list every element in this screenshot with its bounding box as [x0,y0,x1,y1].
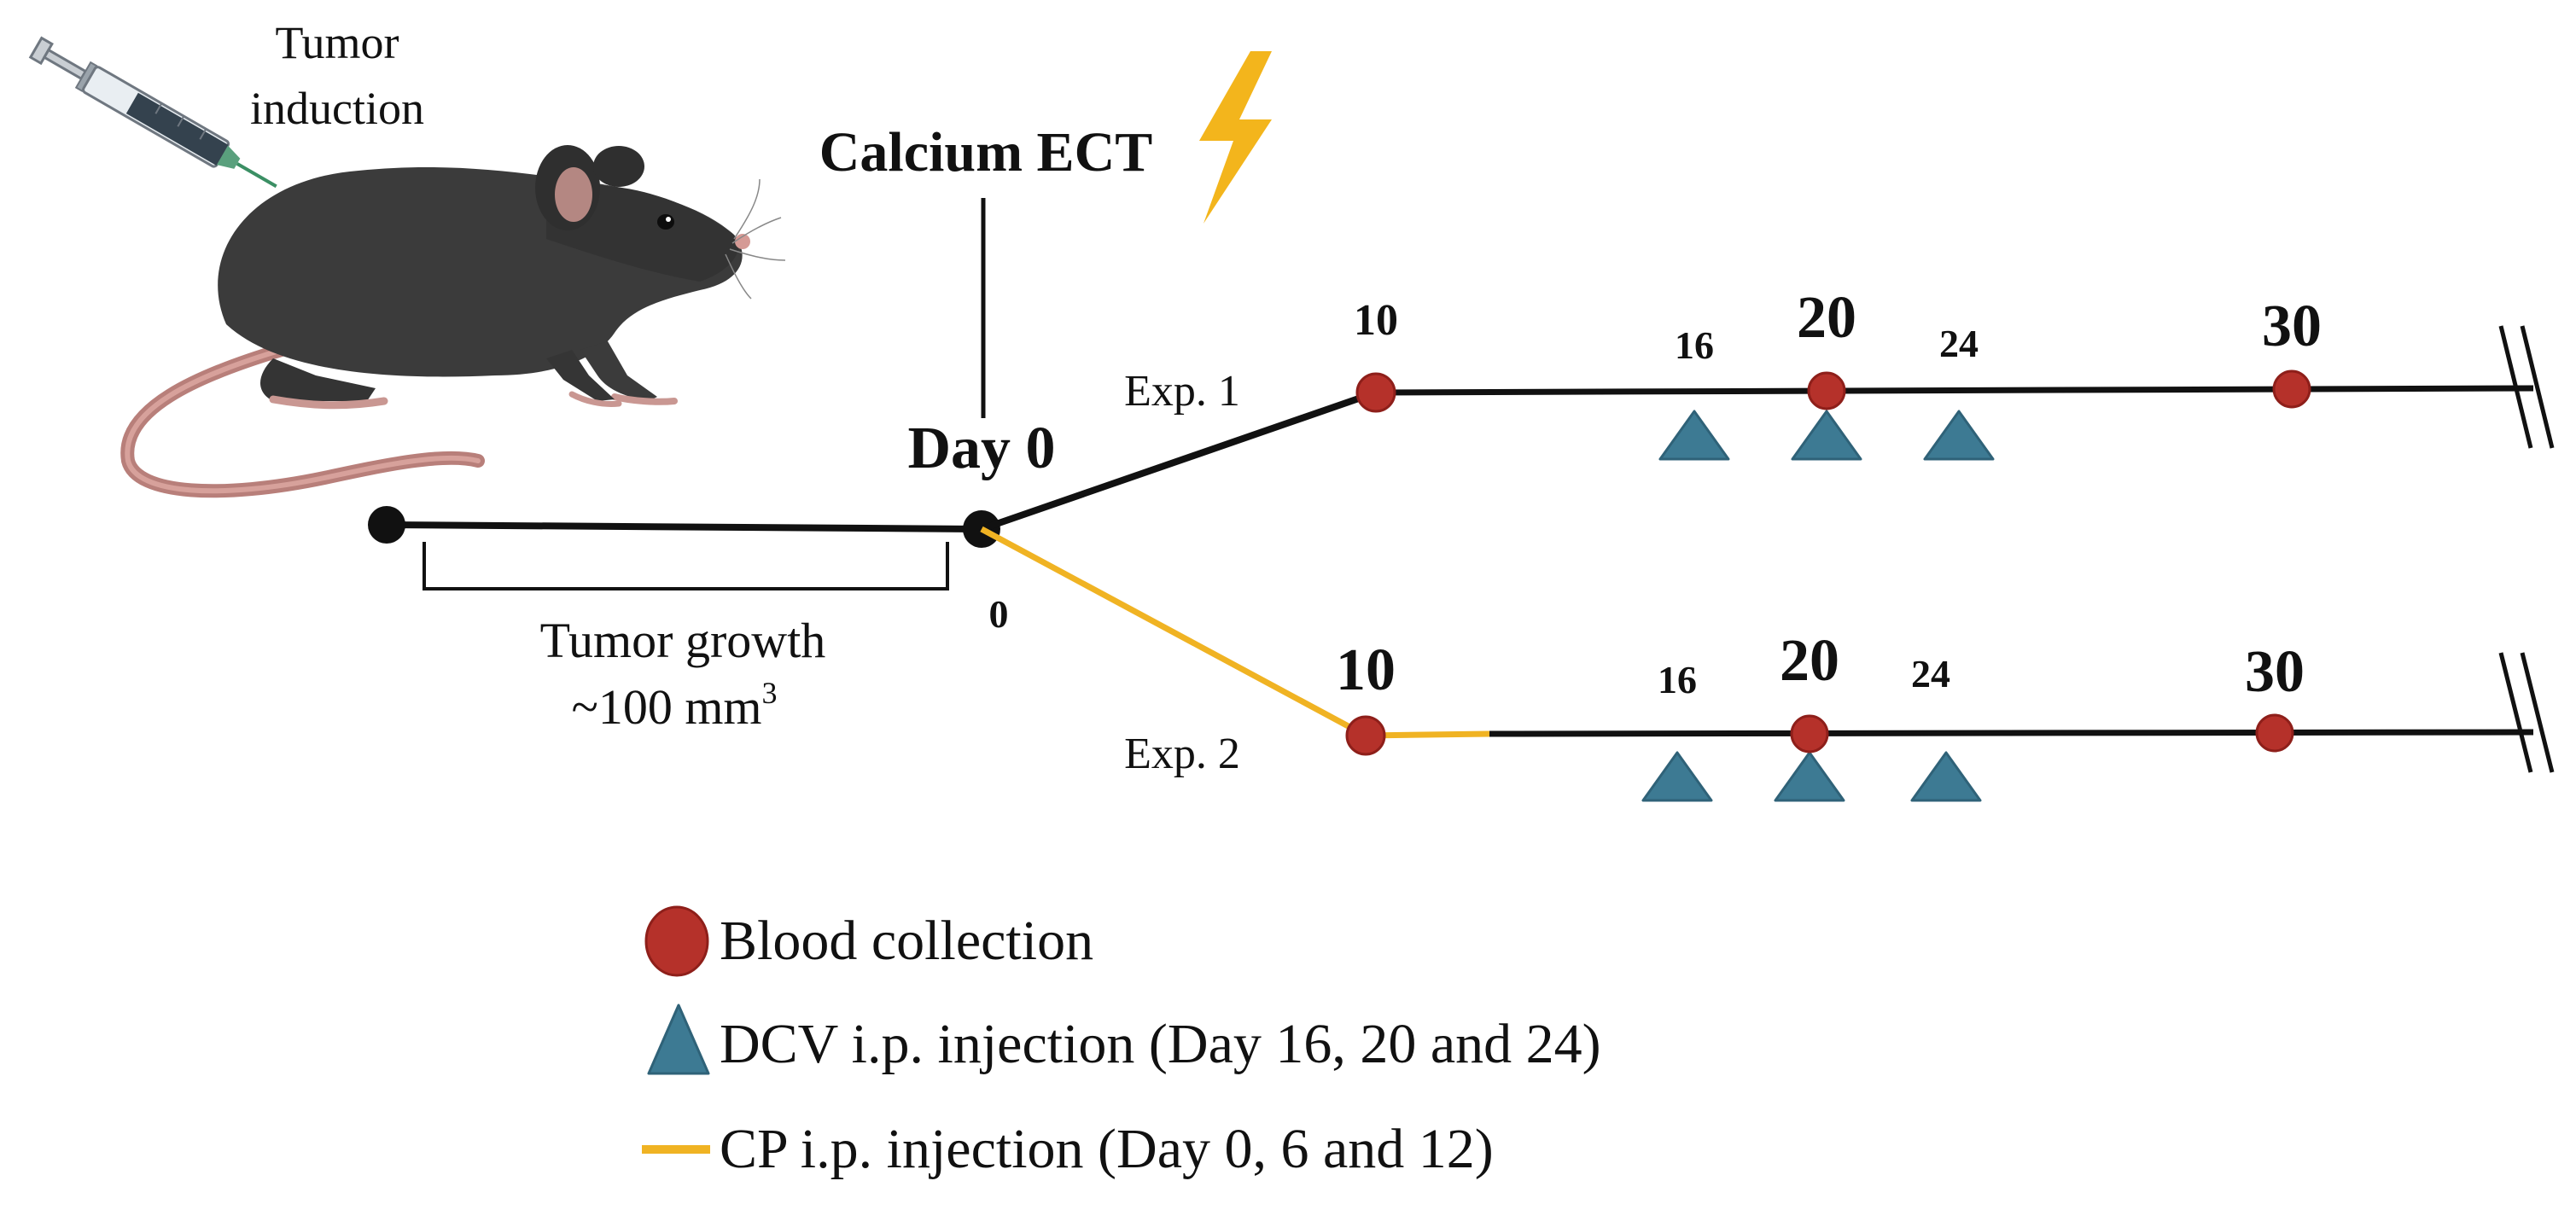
exp2-day-16-label: 16 [1658,658,1697,701]
exp1-branch-line [980,389,1378,532]
tumor-volume-superscript: 3 [762,676,778,710]
exp2-cp-segment [1365,730,1490,739]
legend-blood-collection-icon [644,905,709,977]
tumor-induction-label-line1: Tumor [275,17,399,68]
exp1-dcv-marker-day16 [1658,410,1730,461]
exp1-timeline [1375,385,2534,396]
exp2-label: Exp. 2 [1124,730,1240,778]
exp2-dcv-marker-day20 [1774,751,1845,802]
tumor-growth-label-line2: ~100 mm3 [571,676,777,735]
exp1-day-24-label: 24 [1939,322,1979,365]
exp1-blood-marker-day30 [2272,369,2311,409]
exp2-day-24-label: 24 [1911,652,1950,695]
tumor-growth-timeline [386,521,982,532]
exp2-end-break-mark-1 [2498,652,2533,773]
exp1-label: Exp. 1 [1124,367,1240,416]
mouse-illustration [120,145,786,498]
exp1-day-16-label: 16 [1675,323,1714,367]
exp2-end-break-mark-2 [2520,652,2555,773]
tumor-volume-value: ~100 mm [571,679,761,735]
exp2-day-30-label: 30 [2245,639,2305,705]
exp2-blood-marker-day20 [1790,714,1829,753]
tumor-induction-label-line2: induction [250,83,424,134]
day-0-label: Day 0 [907,416,1055,481]
exp2-timeline [1489,729,2534,737]
exp1-blood-marker-day10 [1355,372,1396,413]
exp1-day-10-label: 10 [1354,296,1398,345]
exp1-blood-marker-day20 [1807,371,1846,410]
exp2-blood-marker-day10 [1345,715,1386,756]
exp1-day-20-label: 20 [1797,285,1856,351]
day-0-tick-label: 0 [989,592,1009,636]
legend: Blood collection DCV i.p. injection (Day… [642,905,1601,1180]
exp2-day-20-label: 20 [1780,628,1839,694]
legend-blood-collection-label: Blood collection [720,910,1093,972]
exp2-dcv-marker-day16 [1641,751,1713,802]
exp2-day-10-label: 10 [1336,637,1396,703]
exp1-dcv-marker-day24 [1923,410,1995,461]
exp2-blood-marker-day30 [2255,713,2294,753]
legend-dcv-label: DCV i.p. injection (Day 16, 20 and 24) [720,1013,1601,1075]
exp1-day-30-label: 30 [2262,294,2322,359]
legend-cp-label: CP i.p. injection (Day 0, 6 and 12) [720,1118,1494,1180]
exp1-dcv-marker-day20 [1791,410,1862,461]
exp2-branch-line-cp [980,526,1367,739]
tumor-growth-label-line1: Tumor growth [540,613,826,668]
legend-dcv-icon [647,1003,710,1075]
calcium-ect-label: Calcium ECT [819,121,1153,183]
timeline-start-node [368,506,405,544]
exp1-end-break-mark-2 [2520,325,2555,449]
exp2-dcv-marker-day24 [1910,751,1982,802]
lightning-bolt-icon [1199,51,1272,224]
syringe-icon [28,36,277,189]
tumor-growth-bracket [423,542,949,590]
exp1-end-break-mark-1 [2498,325,2533,449]
